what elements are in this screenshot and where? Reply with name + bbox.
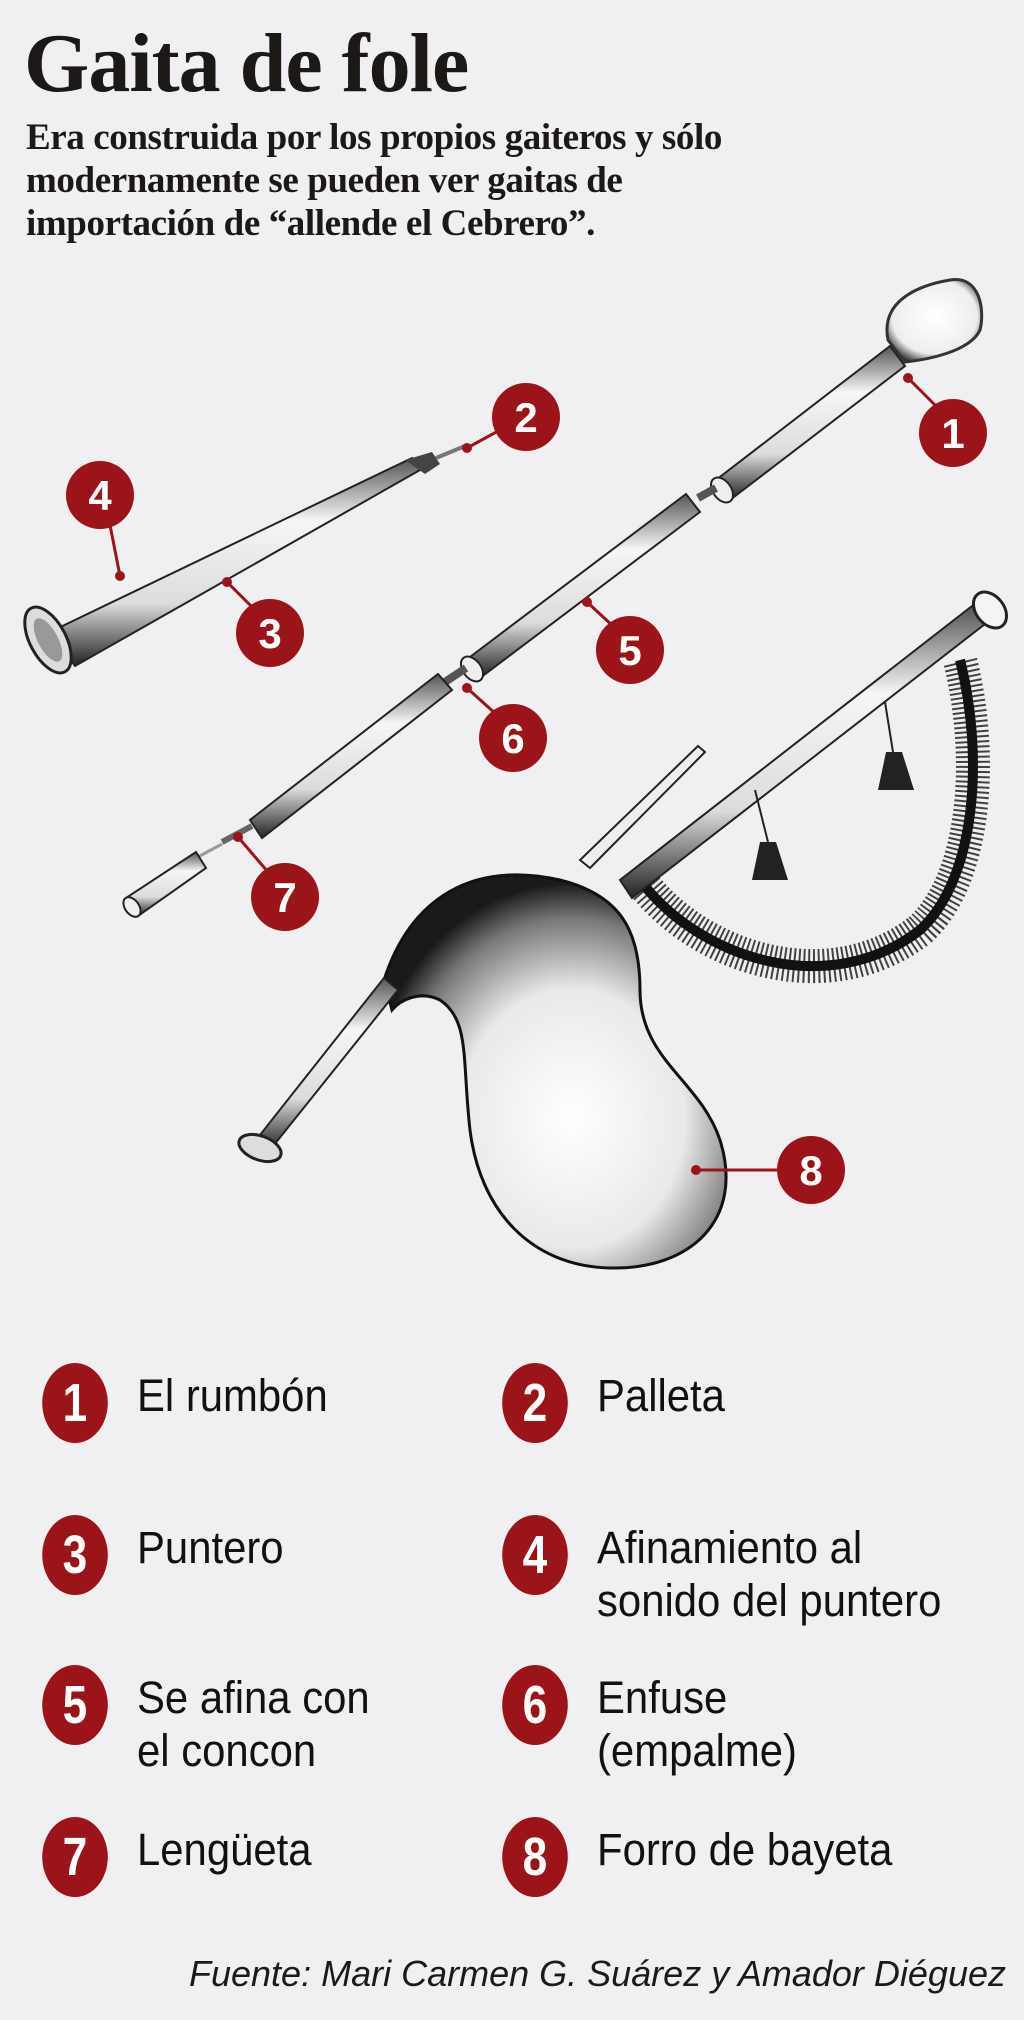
- number-badge: 8: [502, 1817, 568, 1897]
- chanter-part: [23, 444, 466, 675]
- callout-2: 2: [462, 383, 560, 453]
- source-credit: Fuente: Mari Carmen G. Suárez y Amador D…: [189, 1953, 1006, 1994]
- legend-item-1: 1 El rumbón: [35, 1363, 342, 1443]
- callout-6: 6: [462, 683, 547, 772]
- number-badge: 5: [42, 1665, 108, 1745]
- page-title: Gaita de fole: [24, 17, 469, 110]
- legend-item-2: 2 Palleta: [495, 1363, 735, 1443]
- callout-7: 7: [233, 832, 319, 931]
- callout-5-number: 5: [618, 627, 641, 674]
- subtitle-line: Era construida por los propios gaiteros …: [26, 117, 722, 158]
- legend-label-line: el concon: [137, 1725, 317, 1776]
- callout-3-number: 3: [258, 610, 281, 657]
- legend-label-line: Puntero: [137, 1522, 284, 1573]
- number-badge: 2: [502, 1363, 568, 1443]
- callout-3: 3: [222, 577, 304, 667]
- legend-label: Forro de bayeta: [597, 1823, 892, 1876]
- callout-5: 5: [582, 597, 664, 684]
- number-badge: 1: [42, 1363, 108, 1443]
- callout-7-number: 7: [273, 874, 296, 921]
- legend-item-4: 4 Afinamiento al sonido del puntero: [495, 1515, 967, 1627]
- callout-1-number: 1: [941, 410, 964, 457]
- legend-label: El rumbón: [137, 1369, 328, 1422]
- callout-8: 8: [691, 1136, 845, 1204]
- legend-item-3: 3 Puntero: [35, 1515, 295, 1595]
- legend-label-line: Forro de bayeta: [597, 1824, 893, 1875]
- callout-1: 1: [903, 373, 987, 467]
- number-badge: 4: [502, 1515, 568, 1595]
- legend-label-line: Enfuse: [597, 1672, 728, 1723]
- legend-label: Lengüeta: [137, 1823, 312, 1876]
- number-badge: 3: [42, 1515, 108, 1595]
- callout-8-number: 8: [799, 1147, 822, 1194]
- subtitle-line: importación de “allende el Cebrero”.: [26, 203, 595, 244]
- legend-label: Enfuse (empalme): [597, 1671, 797, 1777]
- legend-label: Puntero: [137, 1521, 284, 1574]
- legend-label-line: (empalme): [597, 1725, 797, 1776]
- legend-label: Afinamiento al sonido del puntero: [597, 1521, 941, 1627]
- legend-item-6: 6 Enfuse (empalme): [495, 1665, 812, 1777]
- callout-6-number: 6: [501, 715, 524, 762]
- number-badge: 7: [42, 1817, 108, 1897]
- drone-parts: [122, 278, 984, 918]
- bagpipe-illustration: 1 2 3 4 5 6 7 8: [23, 278, 1009, 1270]
- subtitle-line: modernamente se pueden ver gaitas de: [26, 160, 623, 201]
- legend-item-8: 8 Forro de bayeta: [495, 1817, 915, 1897]
- number-badge: 6: [502, 1665, 568, 1745]
- legend-label-line: Afinamiento al: [597, 1522, 863, 1573]
- callout-2-number: 2: [514, 394, 537, 441]
- legend-label: Se afina con el concon: [137, 1671, 370, 1777]
- callout-4: 4: [66, 461, 134, 581]
- callout-4-number: 4: [88, 472, 112, 519]
- legend-label-line: sonido del puntero: [597, 1575, 942, 1626]
- legend-label-line: Se afina con: [137, 1672, 370, 1723]
- legend-item-5: 5 Se afina con el concon: [35, 1665, 387, 1777]
- legend-item-7: 7 Lengüeta: [35, 1817, 325, 1897]
- subtitle: Era construida por los propios gaiteros …: [26, 116, 986, 245]
- legend-label-line: Palleta: [597, 1370, 725, 1421]
- legend-label: Palleta: [597, 1369, 725, 1422]
- legend-label-line: El rumbón: [137, 1370, 328, 1421]
- legend-label-line: Lengüeta: [137, 1824, 312, 1875]
- assembled-bagpipe: [237, 590, 1009, 1270]
